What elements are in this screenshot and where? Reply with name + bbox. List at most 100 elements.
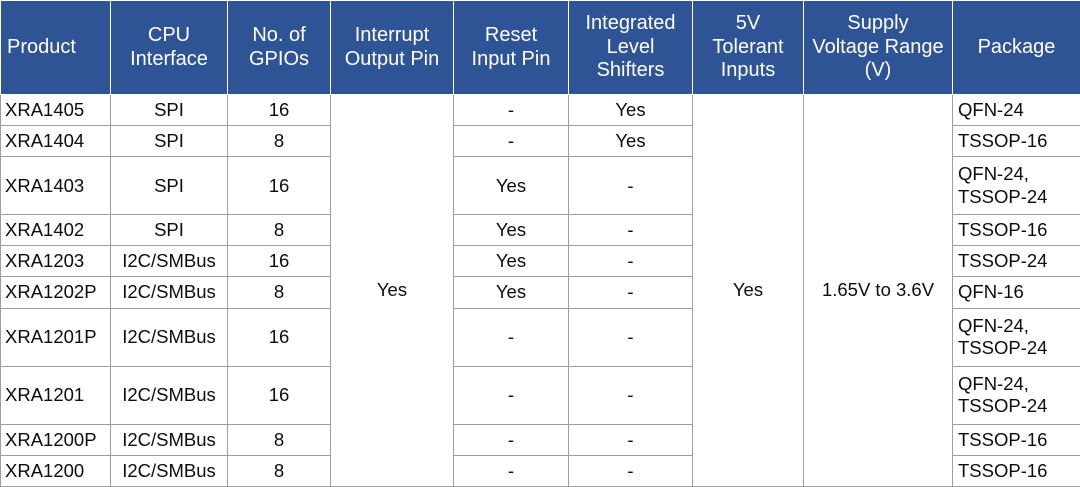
cell-package: TSSOP-16 bbox=[952, 125, 1080, 158]
cell-product: XRA1203 bbox=[0, 245, 111, 278]
cell-cpu-interface: I2C/SMBus bbox=[110, 245, 228, 278]
cell-product: XRA1403 bbox=[0, 156, 111, 216]
cell-product: XRA1201P bbox=[0, 307, 111, 367]
cell-integrated-level-shifters: - bbox=[568, 276, 693, 309]
cell-reset-input-pin: Yes bbox=[453, 276, 569, 309]
cell-product: XRA1402 bbox=[0, 214, 111, 247]
cell-package: TSSOP-24 bbox=[952, 245, 1080, 278]
column-header-integrated-level-shifters: Integrated Level Shifters bbox=[568, 0, 693, 95]
cell-package: QFN-24 bbox=[952, 93, 1080, 127]
cell-cpu-interface: SPI bbox=[110, 214, 228, 247]
cell-no-of-gpios: 8 bbox=[227, 214, 331, 247]
column-header-cpu-interface: CPU Interface bbox=[110, 0, 228, 95]
header-line: No. of bbox=[252, 23, 306, 46]
cell-package: QFN-24, TSSOP-24 bbox=[952, 156, 1080, 216]
cell-5v-tolerant-inputs-merged: Yes bbox=[692, 94, 804, 487]
cell-integrated-level-shifters: Yes bbox=[568, 93, 693, 127]
cell-product: XRA1200P bbox=[0, 423, 111, 456]
cell-product: XRA1404 bbox=[0, 125, 111, 158]
cell-no-of-gpios: 16 bbox=[227, 156, 331, 216]
header-line: (V) bbox=[864, 59, 892, 82]
cell-interrupt-output-pin-merged: Yes bbox=[330, 94, 454, 487]
cell-supply-voltage-range-merged: 1.65V to 3.6V bbox=[803, 94, 953, 487]
column-header-product: Product bbox=[0, 0, 111, 95]
header-line: Interrupt bbox=[354, 23, 430, 46]
cell-no-of-gpios: 8 bbox=[227, 454, 331, 487]
cell-reset-input-pin: - bbox=[453, 93, 569, 127]
cell-integrated-level-shifters: - bbox=[568, 214, 693, 247]
cell-no-of-gpios: 8 bbox=[227, 276, 331, 309]
cell-package: TSSOP-16 bbox=[952, 423, 1080, 456]
header-line: Package bbox=[977, 35, 1056, 58]
cell-reset-input-pin: - bbox=[453, 307, 569, 367]
cell-product: XRA1202P bbox=[0, 276, 111, 309]
cell-no-of-gpios: 8 bbox=[227, 125, 331, 158]
header-line: CPU bbox=[147, 23, 191, 46]
header-line: 5V bbox=[735, 12, 761, 35]
cell-no-of-gpios: 16 bbox=[227, 307, 331, 367]
header-line: Output Pin bbox=[344, 47, 440, 70]
cell-no-of-gpios: 8 bbox=[227, 423, 331, 456]
header-line: GPIOs bbox=[248, 47, 309, 70]
cell-product: XRA1201 bbox=[0, 365, 111, 425]
cell-cpu-interface: SPI bbox=[110, 93, 228, 127]
header-line: Integrated bbox=[585, 12, 676, 35]
column-header-no-of-gpios: No. of GPIOs bbox=[227, 0, 331, 95]
cell-reset-input-pin: Yes bbox=[453, 214, 569, 247]
cell-cpu-interface: I2C/SMBus bbox=[110, 276, 228, 309]
header-line: Input Pin bbox=[471, 47, 551, 70]
cell-cpu-interface: I2C/SMBus bbox=[110, 365, 228, 425]
cell-reset-input-pin: Yes bbox=[453, 245, 569, 278]
cell-package: QFN-24, TSSOP-24 bbox=[952, 307, 1080, 367]
cell-reset-input-pin: - bbox=[453, 365, 569, 425]
cell-cpu-interface: I2C/SMBus bbox=[110, 423, 228, 456]
header-line: Tolerant bbox=[712, 35, 784, 58]
cell-integrated-level-shifters: - bbox=[568, 245, 693, 278]
header-line: Level bbox=[606, 35, 655, 58]
cell-package: QFN-24, TSSOP-24 bbox=[952, 365, 1080, 425]
cell-cpu-interface: I2C/SMBus bbox=[110, 307, 228, 367]
column-header-supply-voltage-range: Supply Voltage Range (V) bbox=[803, 0, 953, 95]
header-line: Reset bbox=[484, 23, 538, 46]
column-header-package: Package bbox=[952, 0, 1080, 95]
header-line: Interface bbox=[130, 47, 208, 70]
cell-cpu-interface: I2C/SMBus bbox=[110, 454, 228, 487]
cell-cpu-interface: SPI bbox=[110, 156, 228, 216]
cell-reset-input-pin: - bbox=[453, 454, 569, 487]
table-header: Product CPU Interface No. of GPIOs Inter… bbox=[0, 0, 1080, 95]
cell-reset-input-pin: Yes bbox=[453, 156, 569, 216]
cell-integrated-level-shifters: Yes bbox=[568, 125, 693, 158]
cell-integrated-level-shifters: - bbox=[568, 454, 693, 487]
header-line: Inputs bbox=[720, 59, 776, 82]
cell-package: TSSOP-16 bbox=[952, 214, 1080, 247]
header-line: Product bbox=[7, 35, 76, 58]
cell-integrated-level-shifters: - bbox=[568, 423, 693, 456]
column-header-5v-tolerant-inputs: 5V Tolerant Inputs bbox=[692, 0, 804, 95]
cell-no-of-gpios: 16 bbox=[227, 365, 331, 425]
column-header-reset-input-pin: Reset Input Pin bbox=[453, 0, 569, 95]
header-line: Voltage Range bbox=[812, 35, 944, 58]
cell-package: TSSOP-16 bbox=[952, 454, 1080, 487]
cell-integrated-level-shifters: - bbox=[568, 365, 693, 425]
cell-reset-input-pin: - bbox=[453, 423, 569, 456]
cell-product: XRA1405 bbox=[0, 93, 111, 127]
cell-no-of-gpios: 16 bbox=[227, 93, 331, 127]
cell-integrated-level-shifters: - bbox=[568, 307, 693, 367]
cell-cpu-interface: SPI bbox=[110, 125, 228, 158]
column-header-interrupt-output-pin: Interrupt Output Pin bbox=[330, 0, 454, 95]
cell-package: QFN-16 bbox=[952, 276, 1080, 309]
header-row: Product CPU Interface No. of GPIOs Inter… bbox=[0, 0, 1080, 95]
cell-integrated-level-shifters: - bbox=[568, 156, 693, 216]
cell-no-of-gpios: 16 bbox=[227, 245, 331, 278]
